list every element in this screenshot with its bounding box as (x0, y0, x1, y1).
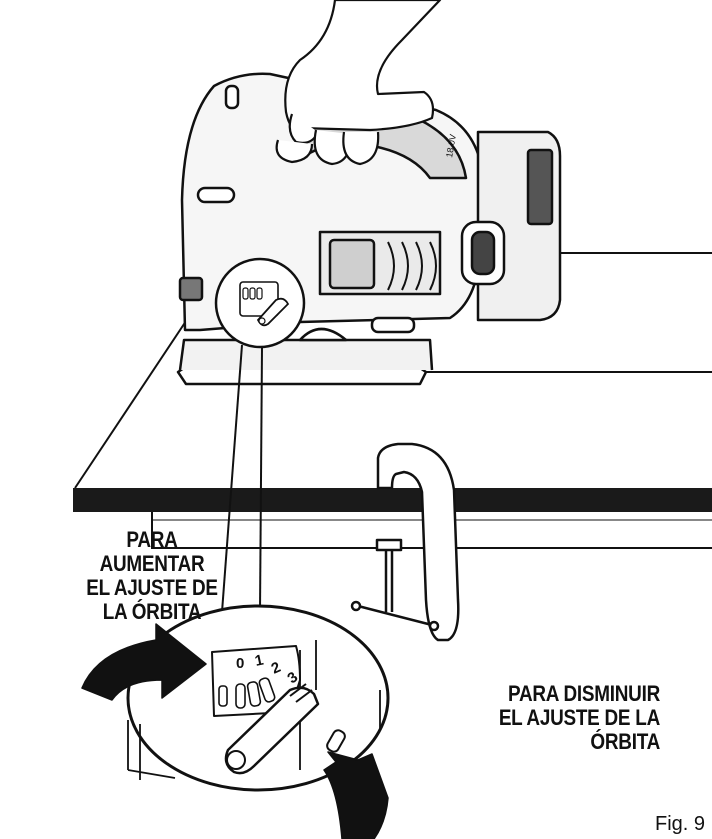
table-apron (151, 512, 712, 549)
increase-arrow (81, 623, 207, 701)
orbit-setting-0: 0 (236, 655, 244, 672)
orbit-setting-1: 1 (253, 652, 265, 670)
callout-line: EL AJUSTE DE LA (498, 705, 660, 730)
callout-line: PARA (126, 527, 178, 552)
jigsaw-bevel-lock (178, 276, 204, 302)
callout-line: ÓRBITA (590, 729, 660, 754)
orbit-lever-detail-large (126, 604, 390, 792)
jigsaw-blade-guard (298, 327, 348, 342)
orbit-lever-detail-small (214, 257, 306, 349)
tabletop (73, 488, 712, 512)
table-edge-left (74, 299, 201, 489)
figure-label: Fig. 9 (655, 813, 706, 835)
operator-hand (275, 0, 442, 166)
callout-line: PARA DISMINUIR (508, 681, 660, 706)
decrease-orbit-callout: PARA DISMINUIR EL AJUSTE DE LA ÓRBITA (445, 682, 660, 754)
callout-line: AUMENTAR (99, 551, 205, 576)
callout-line: LA ÓRBITA (102, 599, 202, 624)
detail-leader-left (221, 344, 243, 613)
c-clamp (350, 442, 460, 642)
increase-orbit-callout: PARA AUMENTAR EL AJUSTE DE LA ÓRBITA (66, 528, 238, 624)
jigsaw-shoe-top (178, 338, 434, 371)
workbench (73, 252, 712, 549)
jigsaw-shoe (176, 366, 428, 386)
detail-leader-right (259, 346, 263, 613)
battery-voltage-label: 18.0V (444, 133, 458, 158)
callout-line: EL AJUSTE DE (86, 575, 218, 600)
jigsaw-grip-pad (196, 186, 236, 204)
decrease-arrow (323, 751, 389, 839)
